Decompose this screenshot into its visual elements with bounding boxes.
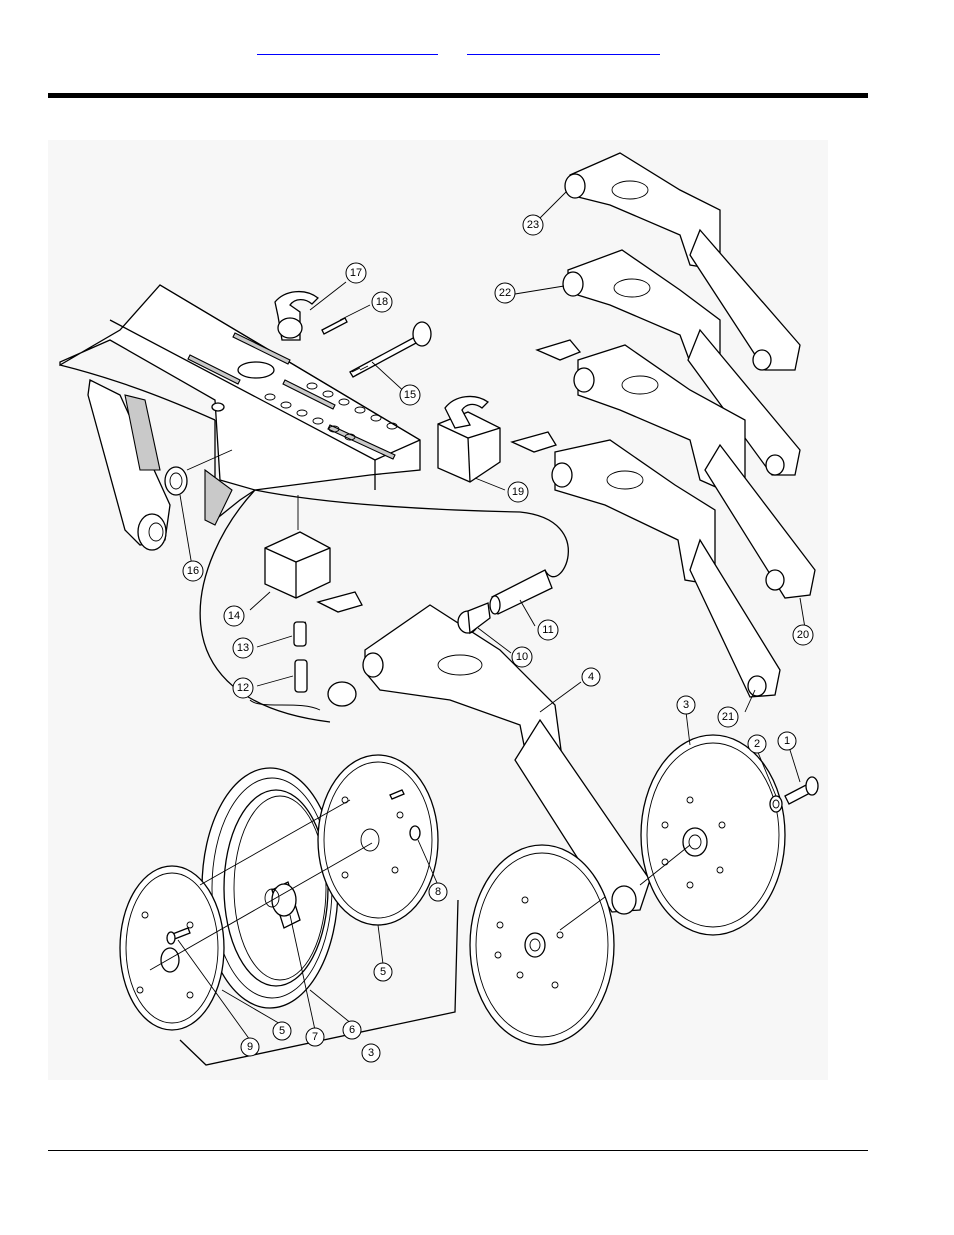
svg-text:15: 15 [404,389,416,401]
callout-12: 12 [233,678,253,698]
svg-text:4: 4 [588,671,594,683]
part-15-bolt [350,322,431,377]
svg-text:8: 8 [435,886,441,898]
callout-19: 19 [508,482,528,502]
callout-8: 8 [429,883,447,901]
svg-text:9: 9 [247,1041,253,1053]
svg-text:22: 22 [499,287,511,299]
svg-text:12: 12 [237,682,249,694]
callout-3: 3 [677,696,695,714]
callout-20: 20 [793,625,813,645]
callout-5-inner: 5 [374,963,392,981]
part-10-bushing [458,603,490,633]
svg-text:23: 23 [527,219,539,231]
part-17-handle [275,292,347,340]
callout-14: 14 [224,606,244,626]
callout-6: 6 [343,1021,361,1039]
callout-18: 18 [372,292,392,312]
part-12-pin [295,660,307,692]
svg-text:10: 10 [516,651,528,663]
callout-2: 2 [748,735,766,753]
callout-21: 21 [718,707,738,727]
callout-9: 9 [241,1038,259,1056]
callout-16: 16 [183,561,203,581]
callout-23: 23 [523,215,543,235]
svg-text:2: 2 [754,738,760,750]
part-13-spring [294,622,306,646]
svg-text:14: 14 [228,610,240,622]
svg-text:3: 3 [368,1047,374,1059]
svg-text:20: 20 [797,629,809,641]
callout-4: 4 [582,668,600,686]
part-5-disc-inner [318,755,438,925]
wheel-center [470,845,614,1045]
part-5-disc-outer [120,866,224,1030]
svg-text:21: 21 [722,711,734,723]
part-2-washer [770,796,782,812]
callout-5-outer: 5 [273,1022,291,1040]
part-11-tube [490,570,552,614]
svg-text:19: 19 [512,486,524,498]
svg-text:3: 3 [683,699,689,711]
svg-text:16: 16 [187,565,199,577]
svg-text:6: 6 [349,1024,355,1036]
footer-rule [48,1150,868,1151]
svg-text:7: 7 [312,1031,318,1043]
part-19-block [438,396,500,482]
svg-text:1: 1 [784,735,790,747]
svg-text:5: 5 [380,966,386,978]
callout-11: 11 [538,620,558,640]
callout-3-assembly: 3 [362,1044,380,1062]
svg-text:17: 17 [350,267,362,279]
callout-17: 17 [346,263,366,283]
svg-text:11: 11 [542,624,553,636]
svg-text:18: 18 [376,296,388,308]
part-14-block [265,495,330,598]
svg-text:13: 13 [237,642,249,654]
svg-text:5: 5 [279,1025,285,1037]
callout-7: 7 [306,1028,324,1046]
callout-15: 15 [400,385,420,405]
callout-10: 10 [512,647,532,667]
callout-13: 13 [233,638,253,658]
callout-22: 22 [495,283,515,303]
part-1-bolt [785,777,818,804]
callout-1: 1 [778,732,796,750]
